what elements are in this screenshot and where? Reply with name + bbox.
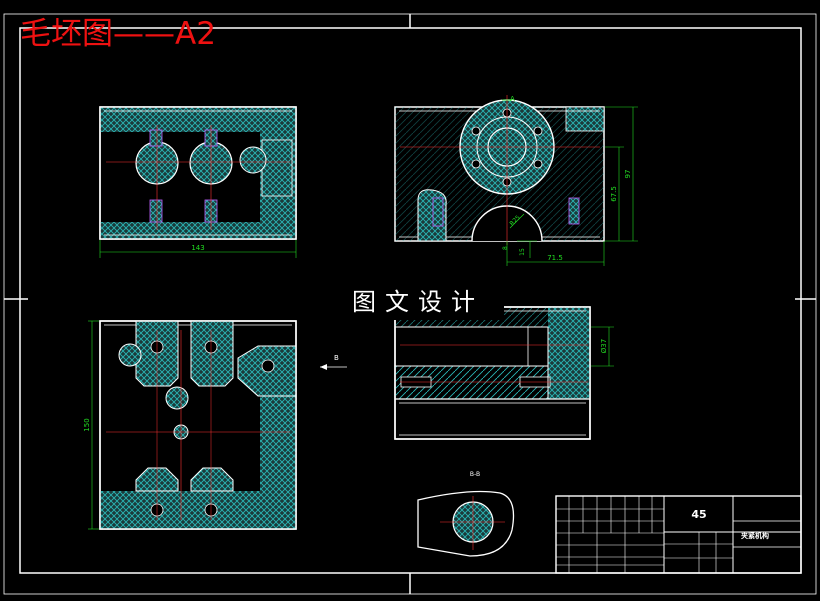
part-name-text: 夹紧机构 (741, 531, 769, 540)
section-view: Ø37 (394, 306, 614, 440)
dim-height-2: 67.5 (610, 186, 618, 202)
dim-height-bottom-left: 150 (83, 418, 91, 431)
view-a-label: A (510, 95, 515, 103)
sheet-frame (3, 13, 817, 595)
title-block (555, 495, 802, 574)
material-text: 45 (691, 508, 706, 521)
front-view: 143 (99, 106, 297, 258)
dim-width-top-right: 71.5 (547, 254, 563, 262)
side-view: A 97 67.5 71.5 15 R25 8 (394, 95, 638, 266)
arrow-b-label: B (334, 354, 339, 362)
dim-8: 8 (502, 246, 509, 250)
dim-15: 15 (519, 248, 526, 256)
section-b-b: B-B (417, 471, 515, 557)
dim-width-top-left: 143 (191, 244, 204, 252)
dim-diameter: Ø37 (600, 339, 608, 353)
dim-height-1: 97 (624, 170, 632, 179)
watermark-text: 图文设计 (332, 284, 504, 320)
section-label: B-B (470, 471, 480, 478)
sheet-title: 毛坯图——A2 (20, 16, 216, 52)
top-view: 150 B (83, 320, 347, 530)
